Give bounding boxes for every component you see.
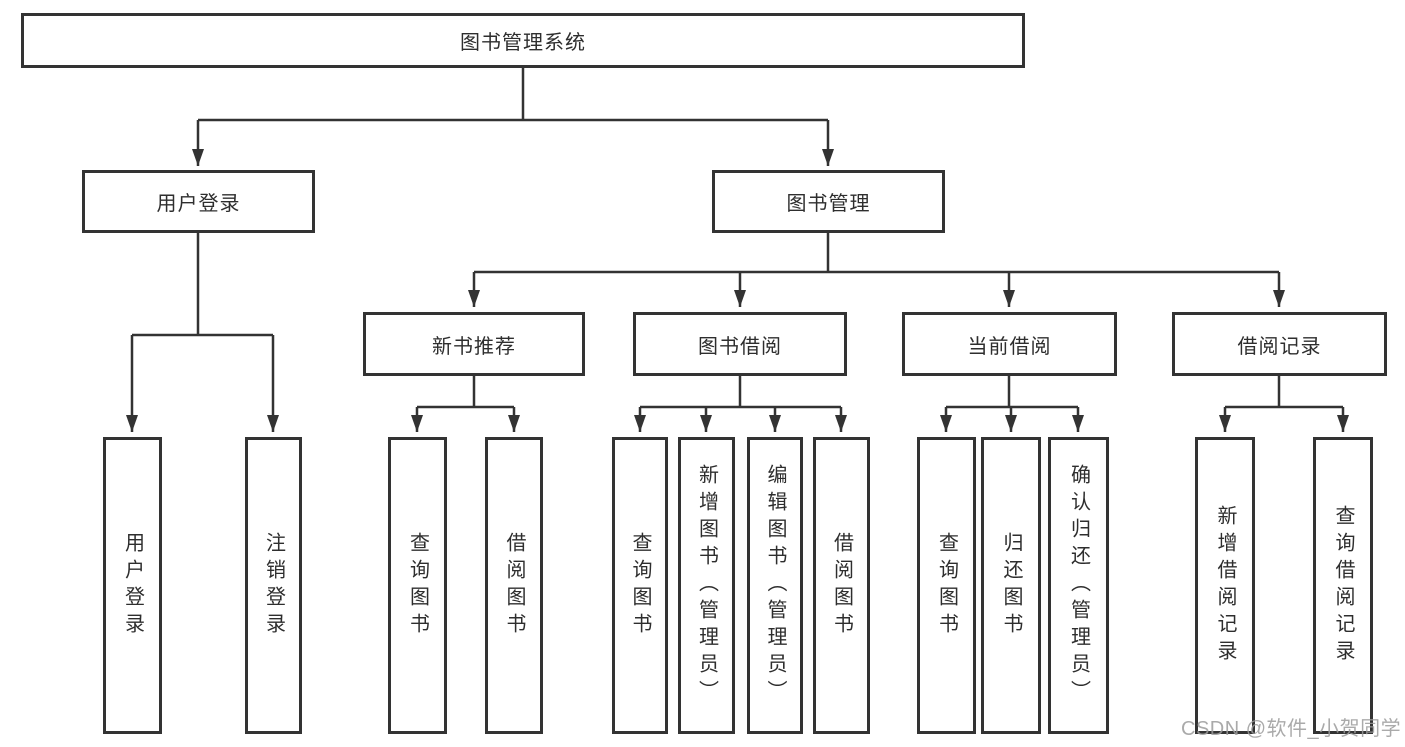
connector-newbook-split — [417, 376, 514, 409]
node-label: 编辑图书（管理员） — [764, 464, 786, 707]
node-label: 查询借阅记录 — [1332, 504, 1354, 667]
leaf-query-books-recommend: 查询图书 — [388, 437, 447, 734]
node-label: 用户登录 — [121, 531, 144, 640]
node-label: 新增借阅记录 — [1214, 504, 1236, 667]
leaf-edit-books-admin: 编辑图书（管理员） — [747, 437, 803, 734]
node-label: 借阅图书 — [830, 531, 853, 640]
node-label: 注销登录 — [262, 531, 285, 640]
node-label: 当前借阅 — [967, 335, 1052, 358]
node-label: 图书管理 — [786, 193, 871, 215]
node-label: 图书借阅 — [698, 335, 782, 358]
connector-borrowrecord-split — [1225, 376, 1343, 409]
node-label: 查询图书 — [406, 531, 429, 640]
node-label: 查询图书 — [629, 531, 651, 640]
leaf-add-books-admin: 新增图书（管理员） — [678, 437, 735, 734]
connector-root-split — [198, 68, 828, 122]
leaf-logout: 注销登录 — [245, 437, 302, 734]
node-new-book-recommendation: 新书推荐 — [363, 312, 585, 376]
connector-bookmgmt-split — [474, 233, 1279, 274]
leaf-confirm-return-admin: 确认归还（管理员） — [1048, 437, 1109, 734]
node-book-management: 图书管理 — [712, 170, 945, 233]
node-user-login: 用户登录 — [82, 170, 315, 233]
leaf-borrow-books: 借阅图书 — [813, 437, 870, 734]
node-current-borrowing: 当前借阅 — [902, 312, 1117, 376]
node-library-management-system: 图书管理系统 — [21, 13, 1025, 68]
leaf-user-login: 用户登录 — [103, 437, 162, 734]
node-label: 查询图书 — [935, 531, 958, 640]
leaf-query-books-borrow: 查询图书 — [612, 437, 668, 734]
node-label: 归还图书 — [1000, 531, 1022, 640]
node-borrowing-records: 借阅记录 — [1172, 312, 1387, 376]
node-label: 新增图书（管理员） — [695, 464, 718, 707]
node-label: 确认归还（管理员） — [1067, 464, 1090, 707]
connector-currentborrow-split — [946, 376, 1078, 409]
node-label: 用户登录 — [156, 193, 241, 215]
node-label: 新书推荐 — [432, 335, 516, 358]
node-book-borrowing: 图书借阅 — [633, 312, 847, 376]
connector-bookborrow-split — [640, 376, 841, 409]
node-label: 图书管理系统 — [460, 32, 586, 54]
csdn-watermark: CSDN @软件_小贺同学 — [1181, 718, 1402, 740]
leaf-query-borrow-record: 查询借阅记录 — [1313, 437, 1373, 734]
connector-userlogin-split — [132, 233, 273, 337]
node-label: 借阅图书 — [503, 531, 525, 640]
leaf-return-books: 归还图书 — [981, 437, 1041, 734]
leaf-query-books-current: 查询图书 — [917, 437, 976, 734]
leaf-borrow-books-recommend: 借阅图书 — [485, 437, 543, 734]
leaf-add-borrow-record: 新增借阅记录 — [1195, 437, 1255, 734]
node-label: 借阅记录 — [1237, 335, 1322, 358]
